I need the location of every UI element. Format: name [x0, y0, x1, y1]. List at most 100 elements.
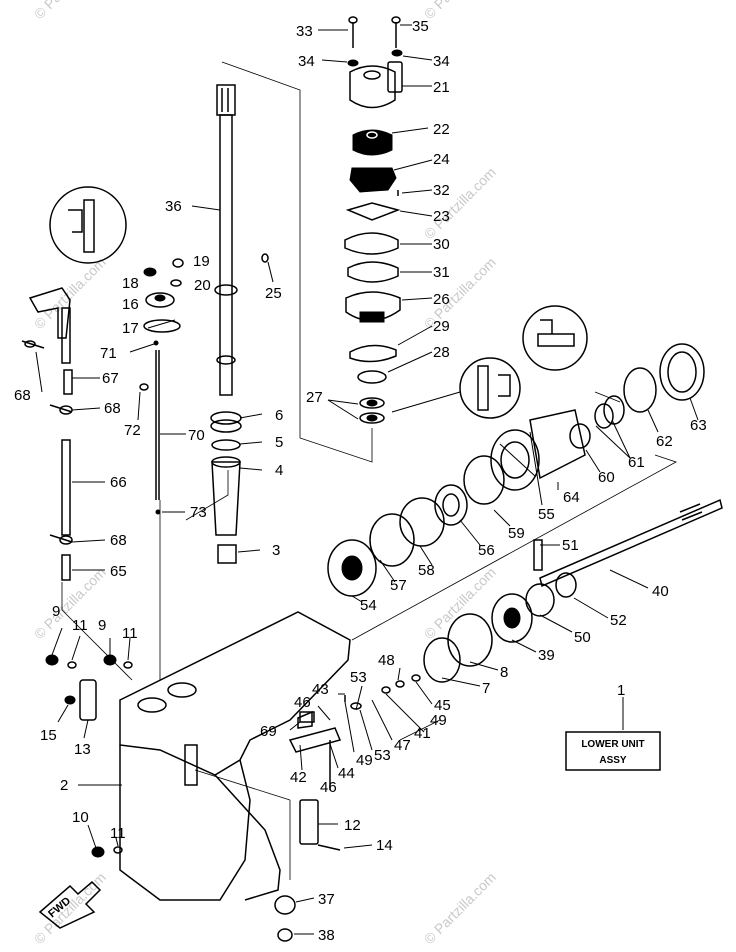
callout-43: 43 [312, 681, 329, 698]
callout-55: 55 [538, 506, 555, 523]
assembly-box: 1 LOWER UNIT ASSY [565, 682, 661, 771]
callout-20: 20 [194, 277, 211, 294]
callout-51: 51 [562, 537, 579, 554]
callout-11: 11 [110, 825, 126, 842]
callout-33: 33 [296, 23, 313, 40]
callout-54: 54 [360, 597, 377, 614]
shift-rod [139, 340, 161, 515]
callout-28: 28 [433, 344, 450, 361]
watermark: © Partzilla.com [31, 869, 109, 947]
callout-5: 5 [275, 434, 283, 451]
callout-36: 36 [165, 198, 182, 215]
watermarks: © Partzilla.com © Partzilla.com © Partzi… [31, 0, 499, 947]
callout-4: 4 [275, 462, 283, 479]
callout-11: 11 [122, 625, 138, 642]
callout-50: 50 [574, 629, 591, 646]
watermark: © Partzilla.com [421, 164, 499, 242]
callout-39: 39 [538, 647, 555, 664]
callout-16: 16 [122, 296, 139, 313]
callout-49: 49 [356, 752, 373, 769]
callout-7: 7 [482, 680, 490, 697]
callout-45: 45 [434, 697, 451, 714]
callout-53: 53 [374, 747, 391, 764]
callout-59: 59 [508, 525, 525, 542]
propeller-shaft [423, 498, 723, 683]
assembly-number: 1 [617, 682, 625, 699]
lower-casing [119, 611, 351, 901]
leader-lines [35, 24, 699, 935]
callout-56: 56 [478, 542, 495, 559]
callout-63: 63 [690, 417, 707, 434]
callout-34: 34 [433, 53, 450, 70]
callout-22: 22 [433, 121, 450, 138]
callout-27: 27 [306, 389, 323, 406]
callout-62: 62 [656, 433, 673, 450]
callout-38: 38 [318, 927, 335, 944]
callout-6: 6 [275, 407, 283, 424]
callout-13: 13 [74, 741, 91, 758]
assembly-lines [61, 61, 677, 880]
callout-9: 9 [98, 617, 106, 634]
casing-fasteners [45, 654, 341, 942]
callout-18: 18 [122, 275, 139, 292]
callout-11: 11 [72, 617, 88, 634]
callout-52: 52 [610, 612, 627, 629]
callout-46: 46 [320, 779, 337, 796]
callout-41: 41 [414, 725, 431, 742]
water-pump-assembly [344, 16, 403, 424]
watermark: © Partzilla.com [421, 869, 499, 947]
callout-71: 71 [100, 345, 117, 362]
callout-67: 67 [102, 370, 119, 387]
callout-61: 61 [628, 454, 645, 471]
callout-68: 68 [14, 387, 31, 404]
bearing-housing-group [327, 343, 705, 597]
callout-37: 37 [318, 891, 335, 908]
callout-73: 73 [190, 504, 207, 521]
detail-bubbles [49, 186, 588, 419]
callout-17: 17 [122, 320, 139, 337]
callout-23: 23 [433, 208, 450, 225]
assembly-box-line1: LOWER UNIT [581, 739, 644, 750]
drive-shaft [214, 84, 269, 396]
watermark: © Partzilla.com [421, 0, 499, 22]
callout-47: 47 [394, 737, 411, 754]
callout-31: 31 [433, 264, 450, 281]
callout-40: 40 [652, 583, 669, 600]
shift-plunger-group [288, 674, 421, 790]
oil-seal-housing [143, 258, 184, 333]
callout-72: 72 [124, 422, 141, 439]
shaft-bearings [210, 411, 242, 564]
callout-14: 14 [376, 837, 393, 854]
callout-19: 19 [193, 253, 210, 270]
callout-30: 30 [433, 236, 450, 253]
callout-68: 68 [104, 400, 121, 417]
callout-24: 24 [433, 151, 450, 168]
callout-53: 53 [350, 669, 367, 686]
callout-58: 58 [418, 562, 435, 579]
callout-48: 48 [378, 652, 395, 669]
callout-26: 26 [433, 291, 450, 308]
callout-9: 9 [52, 603, 60, 620]
callout-42: 42 [290, 769, 307, 786]
callout-35: 35 [412, 18, 429, 35]
watermark: © Partzilla.com [31, 0, 109, 22]
callout-66: 66 [110, 474, 127, 491]
callout-49: 49 [430, 712, 447, 729]
shift-linkage [21, 287, 73, 581]
callout-3: 3 [272, 542, 280, 559]
callout-34: 34 [298, 53, 315, 70]
callout-46: 46 [294, 694, 311, 711]
assembly-box-line2: ASSY [599, 755, 627, 766]
callout-25: 25 [265, 285, 282, 302]
callouts: 33 35 34 34 21 22 24 32 23 30 31 26 29 2… [14, 18, 707, 944]
callout-12: 12 [344, 817, 361, 834]
callout-65: 65 [110, 563, 127, 580]
callout-8: 8 [500, 664, 508, 681]
callout-57: 57 [390, 577, 407, 594]
callout-21: 21 [433, 79, 450, 96]
callout-10: 10 [72, 809, 89, 826]
callout-2: 2 [60, 777, 68, 794]
callout-44: 44 [338, 765, 355, 782]
